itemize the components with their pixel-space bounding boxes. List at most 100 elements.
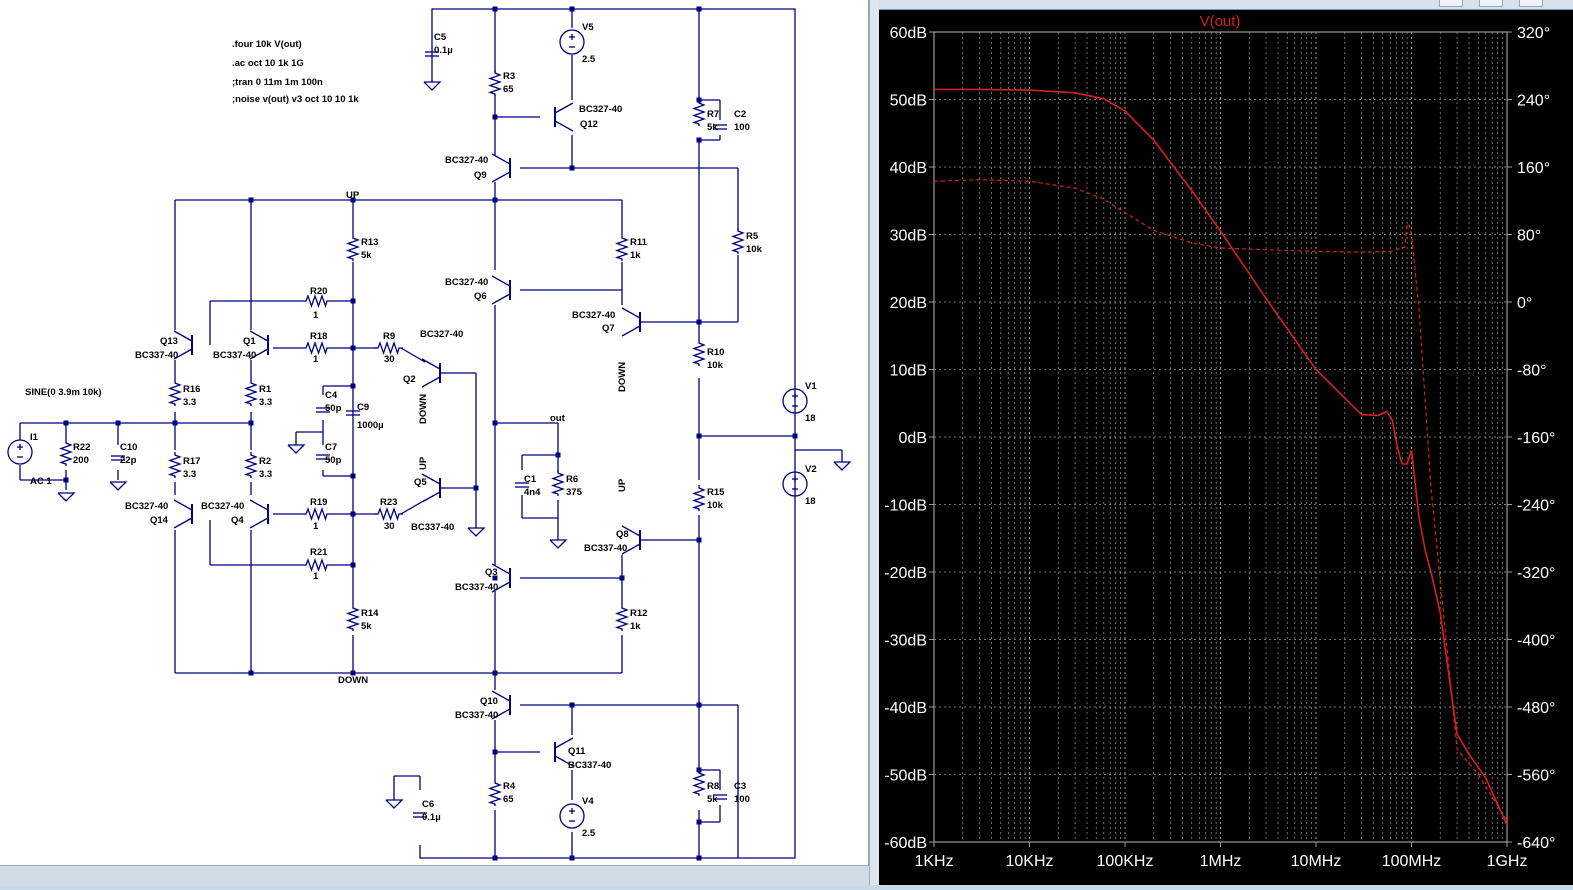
voltage-source-v2[interactable] xyxy=(782,471,808,497)
component-ref-c2[interactable]: C2 xyxy=(734,109,746,120)
component-value-r14[interactable]: 5k xyxy=(361,621,372,632)
component-ref-r3[interactable]: R3 xyxy=(503,71,515,82)
component-ref-q6[interactable]: Q6 xyxy=(474,291,487,302)
voltage-source-v1[interactable] xyxy=(782,388,808,414)
component-ref-v1[interactable]: V1 xyxy=(805,381,817,392)
component-value-q4[interactable]: BC327-40 xyxy=(201,501,244,512)
component-ref-c6[interactable]: C6 xyxy=(422,799,434,810)
resistor-r23[interactable] xyxy=(375,507,403,522)
resistor-r9[interactable] xyxy=(375,341,403,356)
component-ref-r15[interactable]: R15 xyxy=(707,487,725,498)
component-ref-r10[interactable]: R10 xyxy=(707,347,724,358)
component-ref-c3[interactable]: C3 xyxy=(734,781,746,792)
component-ref-r21[interactable]: R21 xyxy=(310,547,328,558)
component-value-r20[interactable]: 1 xyxy=(313,310,319,321)
component-ref-q1[interactable]: Q1 xyxy=(243,336,256,347)
transistor-q9[interactable] xyxy=(491,153,511,183)
component-value-r7[interactable]: 5k xyxy=(707,122,718,133)
component-ref-r7[interactable]: R7 xyxy=(707,109,719,120)
component-ref-c10[interactable]: C10 xyxy=(120,442,137,453)
component-ref-r1[interactable]: R1 xyxy=(259,384,272,395)
component-value-r15[interactable]: 10k xyxy=(707,500,724,511)
component-ref-r13[interactable]: R13 xyxy=(361,237,378,248)
component-ref-c9[interactable]: C9 xyxy=(357,402,369,413)
resistor-r21[interactable] xyxy=(303,558,331,573)
component-value-r2[interactable]: 3.3 xyxy=(259,469,272,480)
component-ref-r2[interactable]: R2 xyxy=(259,456,271,467)
resistor-r16[interactable] xyxy=(167,380,182,406)
component-value-r6[interactable]: 375 xyxy=(566,487,583,498)
transistor-q5[interactable] xyxy=(421,473,441,503)
component-value-c9[interactable]: 1000µ xyxy=(357,420,384,431)
component-ref-q2[interactable]: Q2 xyxy=(403,374,416,385)
component-value-r8[interactable]: 5k xyxy=(707,794,718,805)
capacitor-c10[interactable] xyxy=(111,455,125,461)
component-ref-r23[interactable]: R23 xyxy=(380,497,397,508)
component-value-c7[interactable]: 50p xyxy=(325,455,342,466)
capacitor-c2[interactable] xyxy=(713,124,727,130)
source-spec-label[interactable]: SINE(0 3.9m 10k) xyxy=(25,387,102,398)
transistor-q11[interactable] xyxy=(554,737,574,767)
component-ref-q5[interactable]: Q5 xyxy=(414,477,427,488)
component-value-q13[interactable]: BC337-40 xyxy=(135,350,178,361)
resistor-r5[interactable] xyxy=(730,228,745,254)
resistor-r11[interactable] xyxy=(614,235,629,261)
component-value-r10[interactable]: 10k xyxy=(707,360,724,371)
transistor-q12[interactable] xyxy=(554,102,574,132)
component-value-r23[interactable]: 30 xyxy=(384,521,395,532)
component-value-c5[interactable]: 0.1µ xyxy=(434,45,453,56)
component-ref-c1[interactable]: C1 xyxy=(524,474,537,485)
component-value-c3[interactable]: 100 xyxy=(734,794,750,805)
component-value-v5[interactable]: 2.5 xyxy=(582,54,596,65)
transistor-q4[interactable] xyxy=(249,499,269,529)
resistor-r8[interactable] xyxy=(691,770,706,796)
component-ref-r8[interactable]: R8 xyxy=(707,781,719,792)
component-value-q8[interactable]: BC337-40 xyxy=(584,543,627,554)
component-ref-c7[interactable]: C7 xyxy=(325,442,337,453)
current-source-i1[interactable] xyxy=(7,439,33,465)
transistor-q2[interactable] xyxy=(421,358,441,388)
component-ref-r12[interactable]: R12 xyxy=(630,608,647,619)
resistor-r6[interactable] xyxy=(550,470,565,496)
directive-noise[interactable]: ;noise v(out) v3 oct 10 10 1k xyxy=(232,94,359,105)
component-value-r18[interactable]: 1 xyxy=(313,354,319,365)
directive-tran[interactable]: ;tran 0 11m 1m 100n xyxy=(232,77,323,88)
component-value-r17[interactable]: 3.3 xyxy=(183,469,196,480)
resistor-r18[interactable] xyxy=(303,341,331,356)
component-ref-i1[interactable]: I1 xyxy=(30,432,39,443)
maximize-button[interactable] xyxy=(1479,0,1503,7)
component-value-q1[interactable]: BC337-40 xyxy=(213,350,256,361)
close-button[interactable] xyxy=(1519,0,1543,7)
component-value-c4[interactable]: 50p xyxy=(325,403,342,414)
component-ref-v5[interactable]: V5 xyxy=(582,22,594,33)
spice-directives[interactable]: .four 10k V(out) .ac oct 10 1k 1G ;tran … xyxy=(25,39,566,686)
transistor-q13[interactable] xyxy=(173,330,193,360)
component-value-q7[interactable]: BC327-40 xyxy=(572,310,615,321)
transistor-q7[interactable] xyxy=(621,307,641,337)
component-ref-r20[interactable]: R20 xyxy=(310,286,327,297)
resistor-r20[interactable] xyxy=(303,294,331,309)
component-value-v1[interactable]: 18 xyxy=(805,413,816,424)
resistor-r17[interactable] xyxy=(167,452,182,478)
component-value-q9[interactable]: BC327-40 xyxy=(445,155,488,166)
component-value-r4[interactable]: 65 xyxy=(503,794,514,805)
component-ref-r5[interactable]: R5 xyxy=(746,231,759,242)
component-value-r11[interactable]: 1k xyxy=(630,250,641,261)
capacitor-c6[interactable] xyxy=(413,812,427,818)
component-ref-r17[interactable]: R17 xyxy=(183,456,200,467)
component-value-q10[interactable]: BC337-40 xyxy=(455,710,498,721)
resistor-r10[interactable] xyxy=(691,340,706,366)
component-value-r12[interactable]: 1k xyxy=(630,621,641,632)
resistor-r7[interactable] xyxy=(691,100,706,126)
capacitor-c3[interactable] xyxy=(713,794,727,800)
component-ref-q7[interactable]: Q7 xyxy=(602,323,615,334)
resistor-r12[interactable] xyxy=(614,605,629,631)
component-ref-q11[interactable]: Q11 xyxy=(568,746,586,757)
component-value-q12[interactable]: BC327-40 xyxy=(579,104,622,115)
resistor-r19[interactable] xyxy=(303,507,331,522)
component-ref-q9[interactable]: Q9 xyxy=(474,170,487,181)
voltage-source-v4[interactable] xyxy=(559,803,585,829)
resistor-r4[interactable] xyxy=(487,780,502,806)
